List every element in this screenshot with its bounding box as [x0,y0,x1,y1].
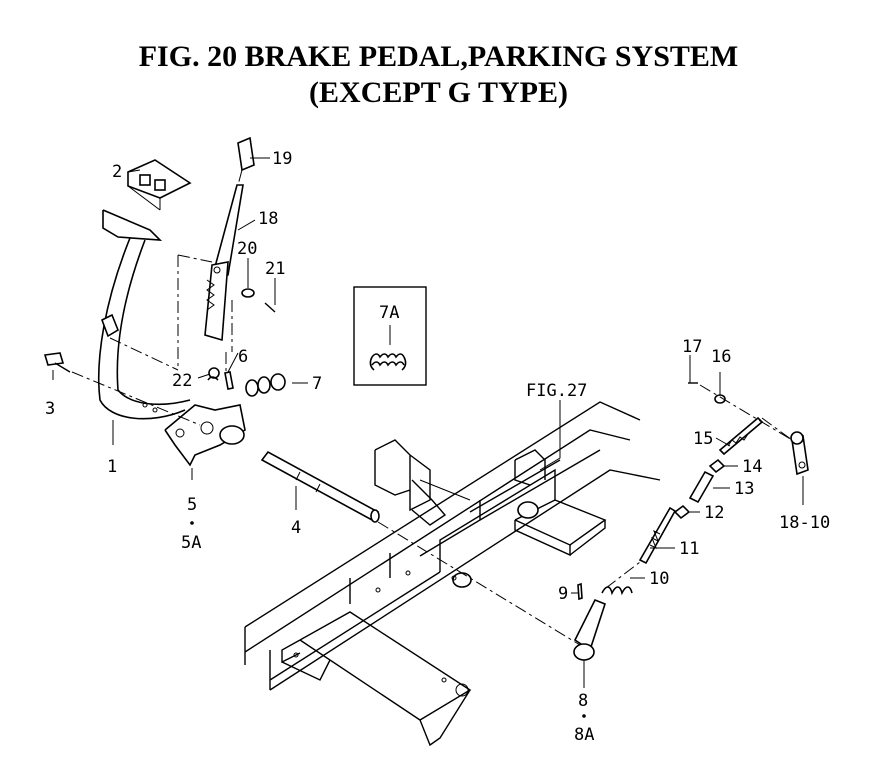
callout-15: 15 [693,429,713,449]
figure-title: FIG. 20 BRAKE PEDAL,PARKING SYSTEM [138,40,739,73]
callout-5: 5 [187,495,197,515]
figure-subtitle: (EXCEPT G TYPE) [309,76,568,109]
callout-20: 20 [237,239,257,259]
reference-fig-27: FIG.27 [526,381,587,401]
brake-pedal-arm [97,209,191,420]
nut-14 [708,458,726,474]
spacers-7 [245,373,286,397]
callout-dot-8 [582,714,586,718]
link-plate-18-10 [790,431,809,476]
assembly-guide-lines [71,169,793,646]
pin-9 [577,582,583,601]
pin-21 [264,302,276,313]
threaded-rod-11 [638,506,677,565]
pedal-bracket [164,404,246,467]
callout-3: 3 [45,399,55,419]
brake-shaft [260,450,380,523]
callout-4: 4 [291,518,301,538]
turnbuckle-13 [688,470,715,504]
leader-lines [52,157,804,688]
inset-box-7a [353,286,427,386]
chassis-frame [244,401,661,747]
parking-lever [204,136,255,342]
callout-14: 14 [742,457,762,477]
callout-9: 9 [558,584,568,604]
callout-22: 22 [172,371,192,391]
callout-13: 13 [734,479,754,499]
pedal-pad [127,159,192,211]
callout-5a: 5A [181,533,201,553]
callout-labels: 2 19 18 20 21 7A 6 22 7 3 1 5 5A 4 FIG.2… [45,149,830,745]
callout-18: 18 [258,209,278,229]
callout-7: 7 [312,374,322,394]
callout-18-10: 18-10 [779,513,830,533]
callout-8a: 8A [574,725,594,745]
callout-dot-5 [190,521,194,525]
callout-6: 6 [238,347,248,367]
callout-8: 8 [578,691,588,711]
callout-21: 21 [265,259,285,279]
washer-20 [241,288,255,298]
callout-16: 16 [711,347,731,367]
callout-2: 2 [112,162,122,182]
small-spring-22 [207,367,220,381]
callout-7a: 7A [379,303,399,323]
rod-arm-8 [573,598,606,661]
nut-12 [673,504,691,520]
callout-10: 10 [649,569,669,589]
pin-6 [224,371,234,390]
threaded-rod-15 [718,416,764,456]
callout-19: 19 [272,149,292,169]
callout-1: 1 [107,457,117,477]
bolt [43,352,71,373]
callout-11: 11 [679,539,699,559]
callout-17: 17 [682,337,702,357]
callout-12: 12 [704,503,724,523]
